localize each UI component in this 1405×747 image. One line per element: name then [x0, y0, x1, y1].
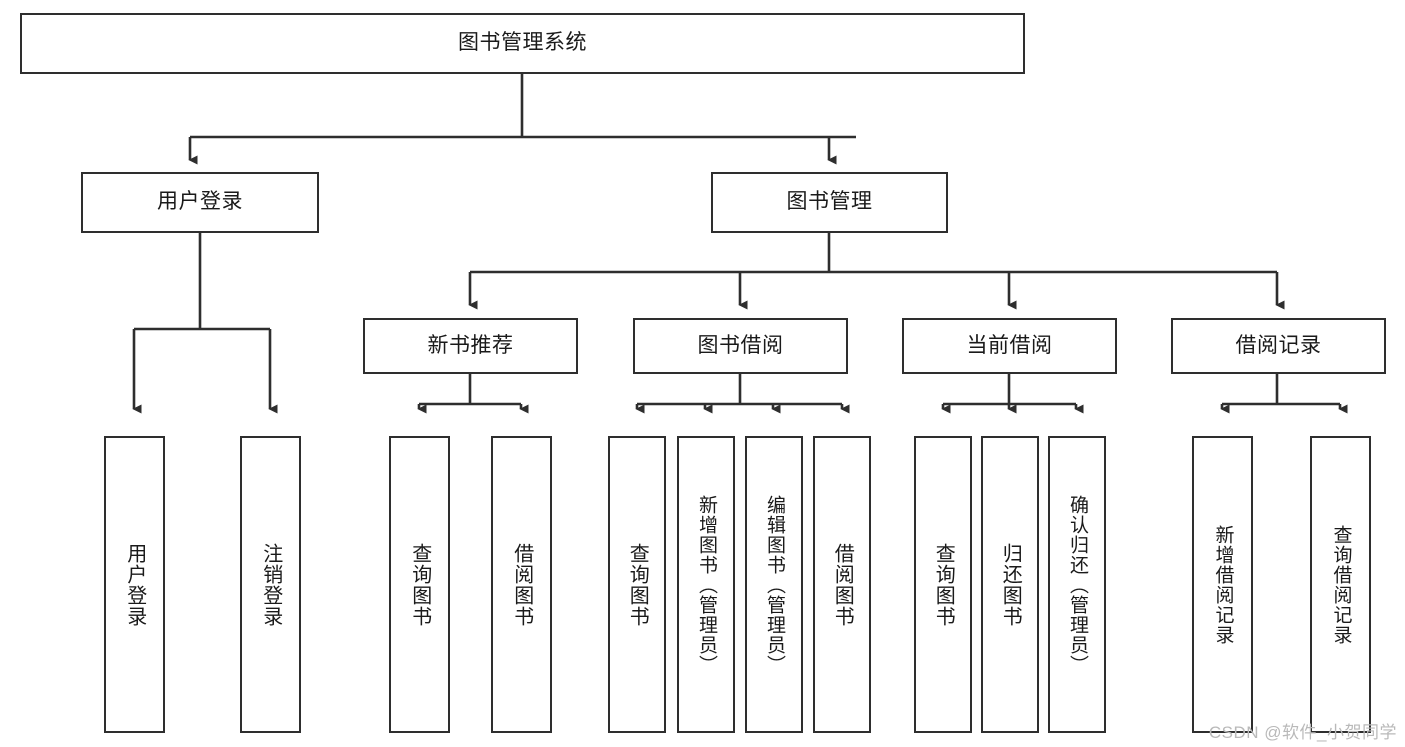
node-leaf-query-book-3[interactable]: 查询图书: [914, 436, 972, 733]
node-leaf-edit-book[interactable]: 编辑图书（管理员）: [745, 436, 803, 733]
node-new-book-recommend-label: 新书推荐: [427, 333, 514, 357]
node-root-label: 图书管理系统: [458, 31, 587, 55]
node-leaf-query-book-3-label: 查询图书: [932, 542, 955, 627]
node-leaf-add-borrow-record-label: 新增借阅记录: [1212, 524, 1234, 645]
node-borrow-record[interactable]: 借阅记录: [1171, 318, 1386, 374]
node-leaf-confirm-return[interactable]: 确认归还（管理员）: [1048, 436, 1106, 733]
node-leaf-return-book-label: 归还图书: [999, 542, 1022, 627]
node-leaf-query-borrow-record[interactable]: 查询借阅记录: [1310, 436, 1371, 733]
node-leaf-query-book-1-label: 查询图书: [408, 542, 431, 627]
node-leaf-user-login[interactable]: 用户登录: [104, 436, 165, 733]
node-borrow-record-label: 借阅记录: [1235, 333, 1322, 357]
node-leaf-logout-login-label: 注销登录: [259, 542, 282, 627]
node-leaf-return-book[interactable]: 归还图书: [981, 436, 1039, 733]
node-leaf-borrow-book-2[interactable]: 借阅图书: [813, 436, 871, 733]
node-leaf-borrow-book-1-label: 借阅图书: [510, 542, 533, 627]
csdn-watermark: CSDN @软件_小贺同学: [1208, 723, 1397, 742]
node-book-borrow[interactable]: 图书借阅: [633, 318, 848, 374]
node-leaf-add-book-label: 新增图书（管理员）: [695, 494, 717, 675]
node-leaf-query-book-2-label: 查询图书: [626, 542, 649, 627]
node-book-management[interactable]: 图书管理: [711, 172, 948, 233]
node-current-borrow-label: 当前借阅: [966, 333, 1053, 357]
node-root[interactable]: 图书管理系统: [20, 13, 1025, 74]
node-user-login[interactable]: 用户登录: [81, 172, 319, 233]
node-new-book-recommend[interactable]: 新书推荐: [363, 318, 578, 374]
node-leaf-user-login-label: 用户登录: [123, 542, 146, 627]
node-leaf-query-book-1[interactable]: 查询图书: [389, 436, 450, 733]
node-leaf-borrow-book-2-label: 借阅图书: [831, 542, 854, 627]
node-leaf-confirm-return-label: 确认归还（管理员）: [1066, 494, 1088, 675]
node-current-borrow[interactable]: 当前借阅: [902, 318, 1117, 374]
node-leaf-add-book[interactable]: 新增图书（管理员）: [677, 436, 735, 733]
node-book-management-label: 图书管理: [786, 190, 873, 214]
node-leaf-query-borrow-record-label: 查询借阅记录: [1330, 524, 1352, 645]
node-leaf-logout-login[interactable]: 注销登录: [240, 436, 301, 733]
node-leaf-edit-book-label: 编辑图书（管理员）: [763, 494, 785, 675]
node-book-borrow-label: 图书借阅: [697, 333, 784, 357]
node-user-login-label: 用户登录: [157, 190, 243, 214]
node-leaf-query-book-2[interactable]: 查询图书: [608, 436, 666, 733]
node-leaf-borrow-book-1[interactable]: 借阅图书: [491, 436, 552, 733]
node-leaf-add-borrow-record[interactable]: 新增借阅记录: [1192, 436, 1253, 733]
